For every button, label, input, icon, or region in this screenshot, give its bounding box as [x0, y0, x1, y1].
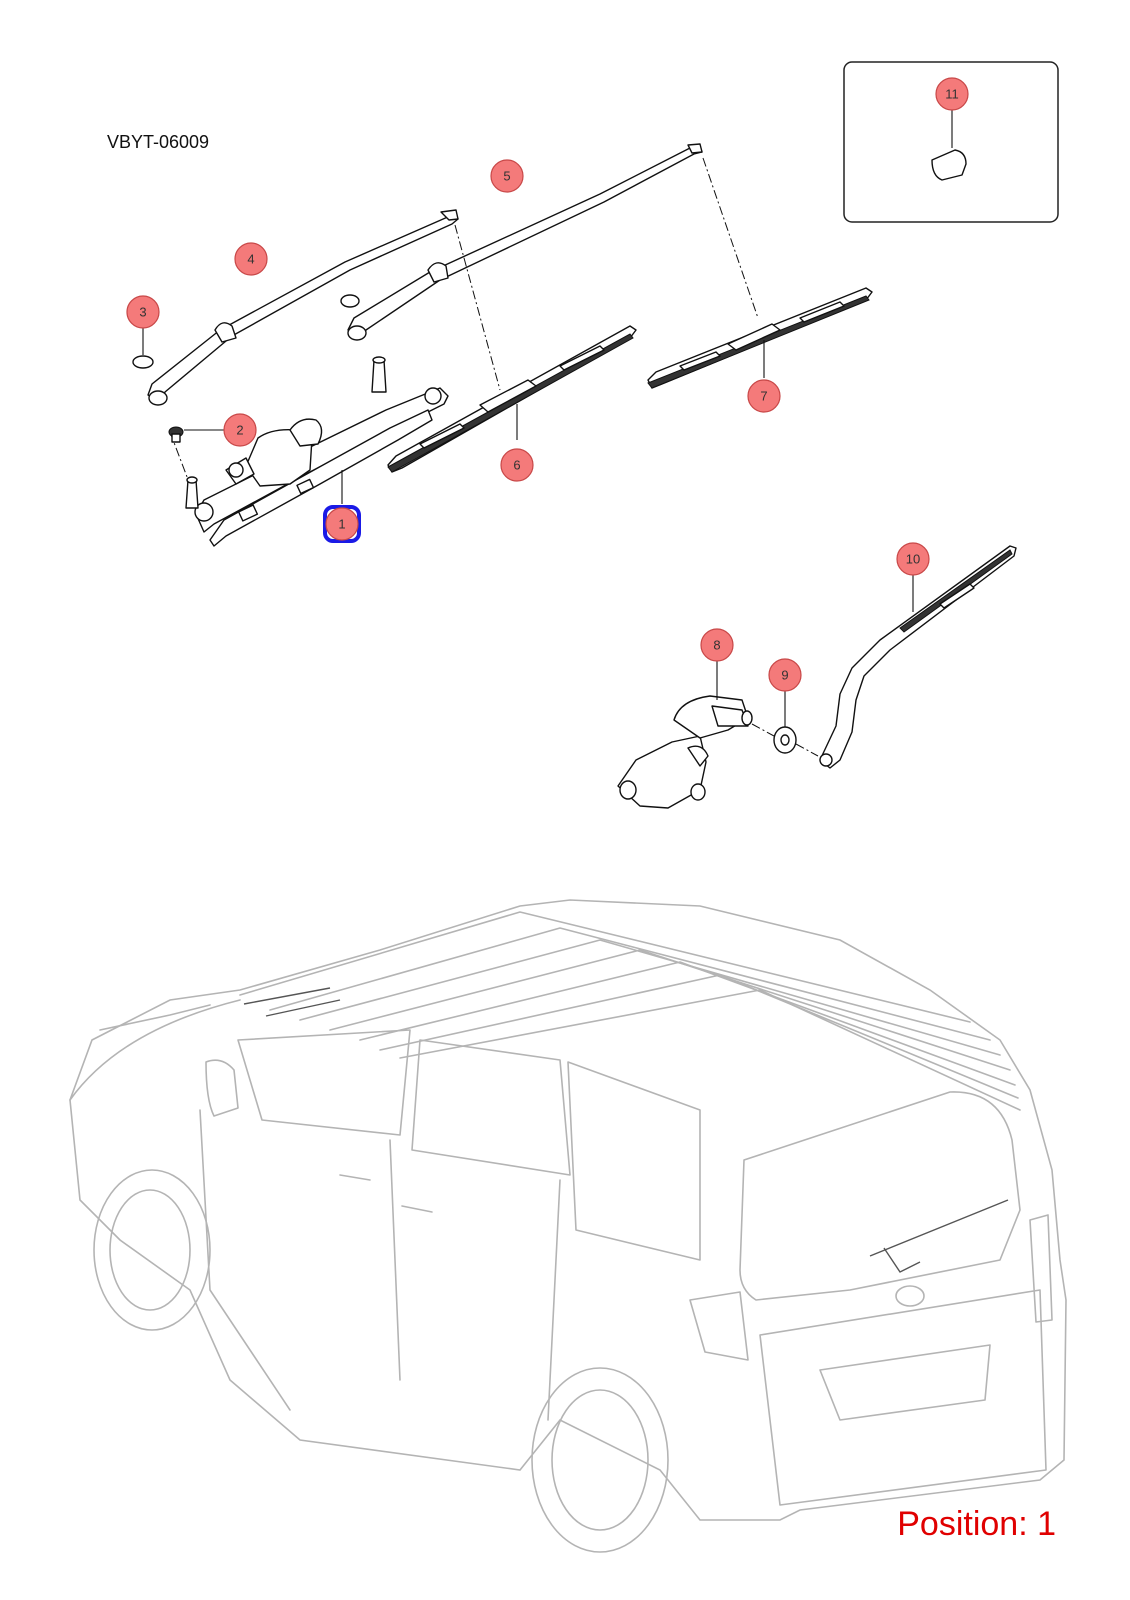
callout-bubble	[747, 379, 781, 413]
rear-wiper-washer	[773, 726, 797, 754]
front-wiper-blade-left	[387, 325, 637, 473]
diagram-code: VBYT-06009	[107, 132, 210, 152]
callout-number: 10	[906, 552, 920, 567]
callout-bubble	[935, 77, 969, 111]
callout-bubble	[490, 159, 524, 193]
callout-number: 6	[513, 458, 520, 473]
position-label: Position: 1	[897, 1505, 1056, 1543]
callout-bubble	[325, 507, 359, 541]
callout-number: 3	[139, 305, 146, 320]
callout-4[interactable]: 4	[234, 242, 268, 276]
callout-10[interactable]: 10	[896, 542, 930, 576]
callout-number: 2	[236, 423, 243, 438]
callout-7[interactable]: 7	[747, 379, 781, 413]
callout-number: 5	[503, 169, 510, 184]
callout-number: 9	[781, 668, 788, 683]
wiper-arm-cap-detail	[931, 149, 967, 181]
van-illustration	[69, 899, 1067, 1553]
rear-wiper-motor	[617, 695, 753, 809]
wiper-linkage-motor	[185, 356, 449, 547]
front-wiper-blade-right	[647, 287, 873, 389]
callout-5[interactable]: 5	[490, 159, 524, 193]
callout-9[interactable]: 9	[768, 658, 802, 692]
callout-bubble	[768, 658, 802, 692]
callout-bubble	[223, 413, 257, 447]
callout-number: 7	[760, 389, 767, 404]
callout-bubble	[126, 295, 160, 329]
pivot-nut	[168, 426, 184, 443]
callout-6[interactable]: 6	[500, 448, 534, 482]
callout-number: 4	[247, 252, 254, 267]
detail-inset-box	[843, 61, 1059, 223]
callout-bubble	[500, 448, 534, 482]
callout-1[interactable]: 1	[323, 505, 361, 543]
callout-3[interactable]: 3	[126, 295, 160, 329]
callout-11[interactable]: 11	[935, 77, 969, 111]
front-wiper-arm-right	[347, 143, 703, 341]
callout-layer: 1 2 3 4 5 6 7 8 9 10 11	[126, 77, 969, 692]
selected-highlight	[323, 505, 361, 543]
pivot-cap-left	[132, 355, 154, 369]
callout-number: 8	[713, 638, 720, 653]
rear-wiper-arm	[819, 545, 1017, 769]
callout-8[interactable]: 8	[700, 628, 734, 662]
callout-number: 11	[945, 87, 959, 102]
callout-bubble	[234, 242, 268, 276]
callout-bubble	[700, 628, 734, 662]
callout-bubble	[896, 542, 930, 576]
callout-2[interactable]: 2	[223, 413, 257, 447]
callout-number: 1	[338, 517, 345, 532]
front-wiper-arm-left	[147, 209, 459, 406]
